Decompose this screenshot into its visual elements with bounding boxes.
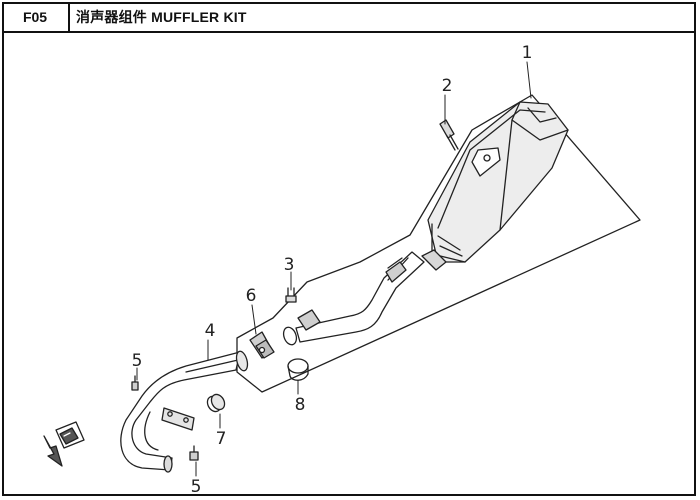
header-pipe-part-4	[120, 350, 249, 473]
stud-part-5-lower	[189, 445, 199, 461]
link-pipe-part	[282, 251, 425, 346]
clamp-part-6	[249, 331, 275, 359]
callout-4: 4	[205, 321, 216, 341]
sleeve-part-8	[287, 358, 309, 381]
diagram-frame	[2, 2, 696, 496]
callout-8: 8	[295, 395, 306, 415]
assembly-group-outline	[236, 94, 641, 393]
callout-5-lower: 5	[191, 477, 202, 497]
callout-7: 7	[216, 429, 227, 449]
section-title: 消声器组件 MUFFLER KIT	[76, 8, 247, 25]
header-bar: F05 消声器组件 MUFFLER KIT	[2, 2, 696, 33]
muffler-body-part	[421, 101, 569, 271]
front-direction-arrow-icon	[43, 421, 85, 467]
bolt-part-2	[439, 119, 459, 151]
section-code: F05	[2, 2, 70, 31]
gasket-part-7	[206, 393, 226, 413]
stud-part-5-upper	[131, 375, 139, 391]
leader-lines	[136, 61, 532, 477]
callout-3: 3	[284, 255, 295, 275]
callout-1: 1	[522, 43, 533, 63]
callout-6: 6	[246, 286, 257, 306]
bolt-part-3	[285, 287, 297, 303]
callout-5-upper: 5	[132, 351, 143, 371]
callout-2: 2	[442, 76, 453, 96]
